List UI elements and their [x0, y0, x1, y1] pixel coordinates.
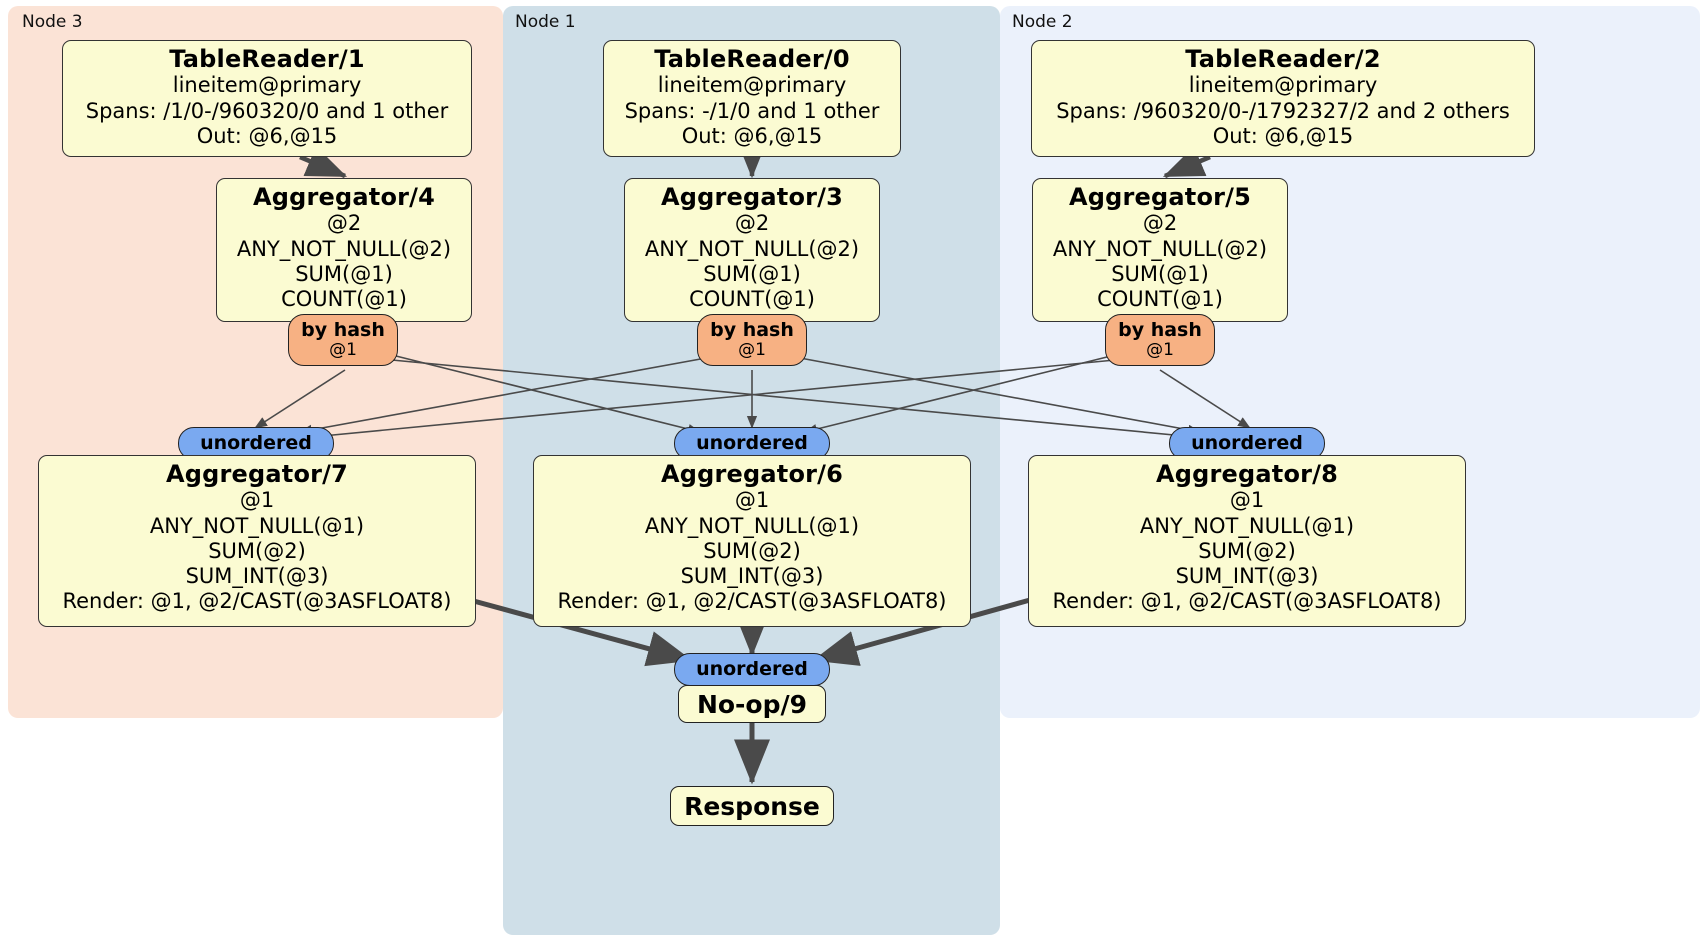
node-line: Spans: -/1/0 and 1 other	[624, 98, 880, 123]
node-line: @2	[734, 211, 770, 236]
node-box-aggregator7[interactable]: Aggregator/7 @1 ANY_NOT_NULL(@1) SUM(@2)…	[38, 455, 476, 627]
node-line: @2	[1142, 211, 1178, 236]
node-box-aggregator3[interactable]: Aggregator/3 @2 ANY_NOT_NULL(@2) SUM(@1)…	[624, 178, 880, 322]
input-pill-unordered-right[interactable]: unordered	[1169, 427, 1325, 460]
pill-label: by hash	[1118, 319, 1202, 342]
node-box-tablereader0[interactable]: TableReader/0 lineitem@primary Spans: -/…	[603, 40, 901, 157]
pill-sublabel: @1	[738, 340, 766, 361]
node-line: SUM_INT(@3)	[680, 563, 824, 588]
node-line: Out: @6,@15	[196, 123, 338, 148]
node-line: SUM_INT(@3)	[185, 563, 329, 588]
node-title: Aggregator/7	[165, 460, 349, 488]
node-line: ANY_NOT_NULL(@2)	[644, 236, 860, 261]
node-box-aggregator8[interactable]: Aggregator/8 @1 ANY_NOT_NULL(@1) SUM(@2)…	[1028, 455, 1466, 627]
node-box-aggregator4[interactable]: Aggregator/4 @2 ANY_NOT_NULL(@2) SUM(@1)…	[216, 178, 472, 322]
node-line: COUNT(@1)	[281, 286, 407, 311]
node-line: lineitem@primary	[657, 73, 847, 98]
node-title: Aggregator/8	[1155, 460, 1339, 488]
node-line: SUM(@2)	[208, 538, 306, 563]
node-box-tablereader1[interactable]: TableReader/1 lineitem@primary Spans: /1…	[62, 40, 472, 157]
node-line: ANY_NOT_NULL(@2)	[236, 236, 452, 261]
node-line: @1	[239, 488, 275, 513]
node-line: Out: @6,@15	[1212, 123, 1354, 148]
node-line: @1	[734, 488, 770, 513]
input-pill-unordered-final[interactable]: unordered	[674, 653, 830, 686]
node-line: @2	[326, 211, 362, 236]
node-title: No-op/9	[696, 689, 808, 719]
pill-label: by hash	[301, 319, 385, 342]
node-box-response[interactable]: Response	[670, 786, 834, 826]
node-line: Render: @1, @2/CAST(@3ASFLOAT8)	[557, 589, 947, 614]
node-line: Render: @1, @2/CAST(@3ASFLOAT8)	[62, 589, 452, 614]
node-title: Aggregator/3	[660, 183, 844, 211]
node-line: SUM(@2)	[703, 538, 801, 563]
node-panel-node1-label: Node 1	[515, 12, 576, 32]
node-title: Aggregator/4	[252, 183, 436, 211]
node-line: lineitem@primary	[172, 73, 362, 98]
pill-label: unordered	[696, 432, 808, 455]
node-line: COUNT(@1)	[1097, 286, 1223, 311]
node-box-aggregator5[interactable]: Aggregator/5 @2 ANY_NOT_NULL(@2) SUM(@1)…	[1032, 178, 1288, 322]
router-pill-by-hash-left[interactable]: by hash @1	[288, 314, 398, 366]
router-pill-by-hash-right[interactable]: by hash @1	[1105, 314, 1215, 366]
node-line: ANY_NOT_NULL(@1)	[644, 513, 860, 538]
node-panel-node2-label: Node 2	[1012, 12, 1073, 32]
node-line: SUM_INT(@3)	[1175, 563, 1319, 588]
node-line: COUNT(@1)	[689, 286, 815, 311]
node-line: @1	[1229, 488, 1265, 513]
pill-sublabel: @1	[329, 340, 357, 361]
router-pill-by-hash-mid[interactable]: by hash @1	[697, 314, 807, 366]
node-line: SUM(@1)	[295, 261, 393, 286]
node-line: lineitem@primary	[1188, 73, 1378, 98]
node-line: Spans: /960320/0-/1792327/2 and 2 others	[1056, 98, 1510, 123]
pill-sublabel: @1	[1146, 340, 1174, 361]
pill-label: by hash	[710, 319, 794, 342]
node-title: TableReader/0	[654, 45, 850, 73]
pill-label: unordered	[1191, 432, 1303, 455]
input-pill-unordered-mid[interactable]: unordered	[674, 427, 830, 460]
input-pill-unordered-left[interactable]: unordered	[178, 427, 334, 460]
node-title: TableReader/1	[169, 45, 365, 73]
node-line: ANY_NOT_NULL(@2)	[1052, 236, 1268, 261]
node-box-aggregator6[interactable]: Aggregator/6 @1 ANY_NOT_NULL(@1) SUM(@2)…	[533, 455, 971, 627]
node-title: Aggregator/6	[660, 460, 844, 488]
node-box-noop9[interactable]: No-op/9	[678, 685, 826, 723]
node-box-tablereader2[interactable]: TableReader/2 lineitem@primary Spans: /9…	[1031, 40, 1535, 157]
node-panel-node3-label: Node 3	[22, 12, 83, 32]
pill-label: unordered	[200, 432, 312, 455]
node-line: Out: @6,@15	[681, 123, 823, 148]
node-line: SUM(@2)	[1198, 538, 1296, 563]
node-line: Render: @1, @2/CAST(@3ASFLOAT8)	[1052, 589, 1442, 614]
node-line: ANY_NOT_NULL(@1)	[149, 513, 365, 538]
node-title: TableReader/2	[1185, 45, 1381, 73]
node-line: Spans: /1/0-/960320/0 and 1 other	[85, 98, 449, 123]
node-line: SUM(@1)	[703, 261, 801, 286]
node-line: SUM(@1)	[1111, 261, 1209, 286]
node-line: ANY_NOT_NULL(@1)	[1139, 513, 1355, 538]
node-title: Aggregator/5	[1068, 183, 1252, 211]
node-title: Response	[684, 791, 820, 821]
pill-label: unordered	[696, 658, 808, 681]
